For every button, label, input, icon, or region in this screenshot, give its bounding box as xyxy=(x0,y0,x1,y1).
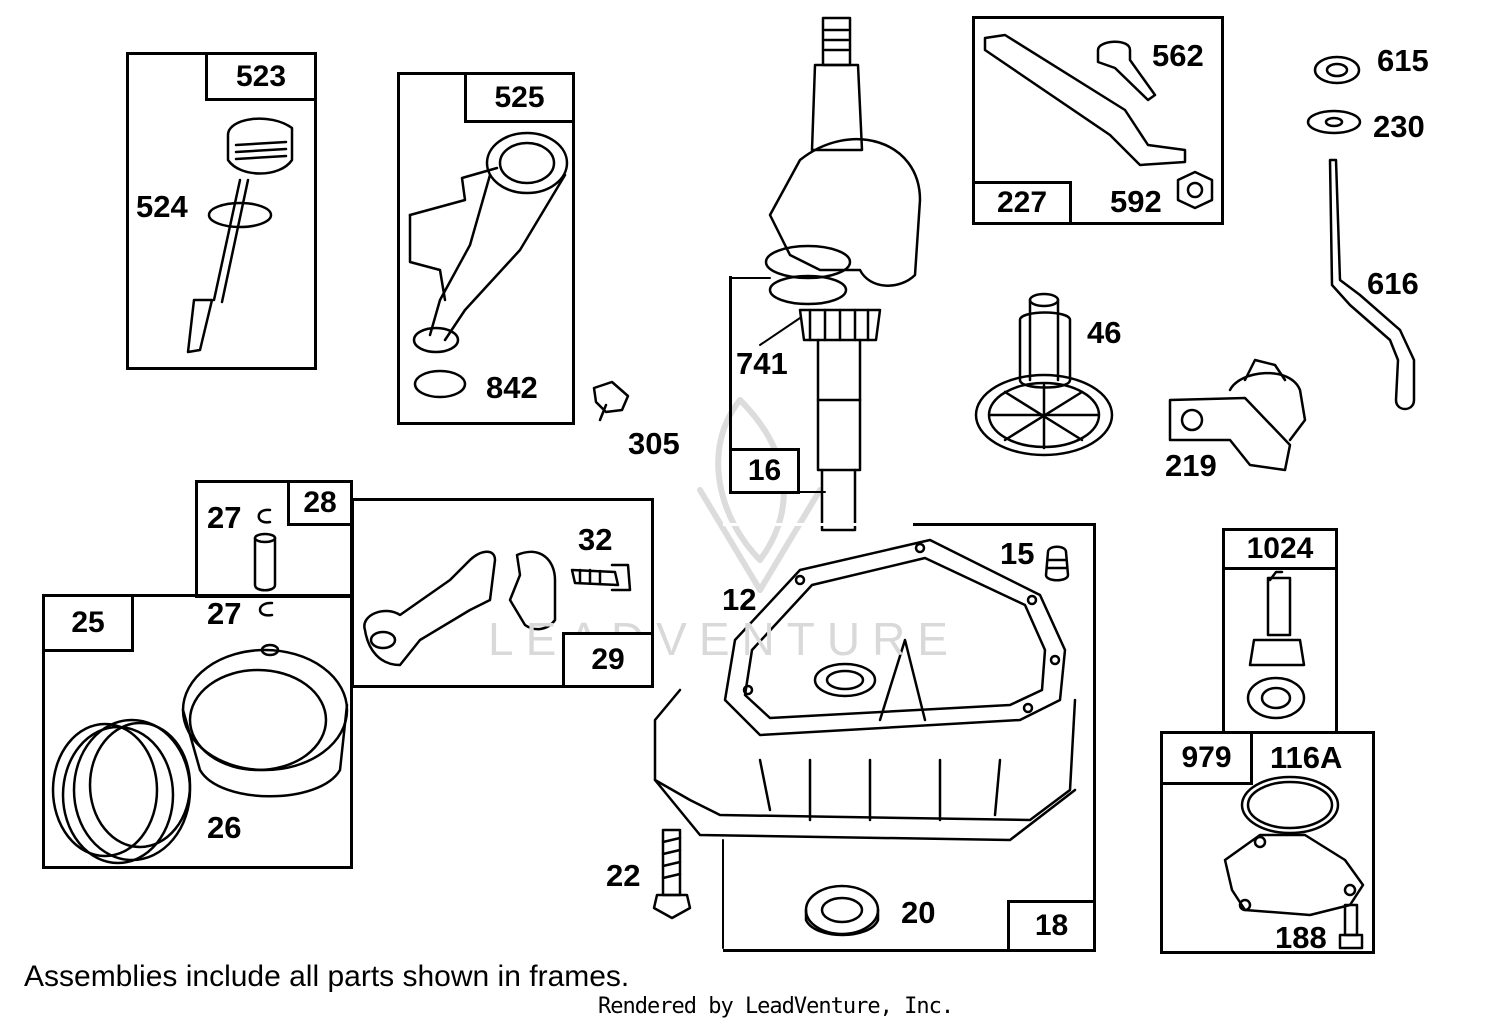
part-label-26: 26 xyxy=(207,812,241,843)
render-credit: Rendered by LeadVenture, Inc. xyxy=(598,994,953,1019)
frame-crankcase-assembly xyxy=(723,523,1096,952)
part-label-27-upper: 27 xyxy=(207,502,241,533)
frame-gap xyxy=(723,523,913,526)
frame-label-979: 979 xyxy=(1160,731,1253,785)
part-label-22: 22 xyxy=(606,860,640,891)
part-label-524: 524 xyxy=(136,191,188,222)
part-label-219: 219 xyxy=(1165,450,1217,481)
frame-label-28: 28 xyxy=(287,480,353,526)
part-label-616: 616 xyxy=(1367,268,1419,299)
frame-label-523: 523 xyxy=(205,52,317,101)
part-label-46: 46 xyxy=(1087,317,1121,348)
part-label-15: 15 xyxy=(1000,538,1034,569)
frame-label-16: 16 xyxy=(729,448,800,494)
part-label-188: 188 xyxy=(1275,922,1327,953)
part-label-12: 12 xyxy=(722,584,756,615)
frame-label-227: 227 xyxy=(972,181,1072,225)
frame-label-525: 525 xyxy=(464,72,575,123)
frame-label-29: 29 xyxy=(562,632,654,688)
frame-label-25: 25 xyxy=(42,594,134,652)
part-label-20: 20 xyxy=(901,897,935,928)
frame-label-18: 18 xyxy=(1007,900,1096,952)
frame-label-1024: 1024 xyxy=(1222,528,1338,570)
part-label-230: 230 xyxy=(1373,111,1425,142)
part-label-592: 592 xyxy=(1110,186,1162,217)
bolt-22-part xyxy=(654,830,690,918)
part-label-27-lower: 27 xyxy=(207,598,241,629)
part-label-615: 615 xyxy=(1377,45,1429,76)
bolt-305-part xyxy=(594,382,628,420)
assemblies-note: Assemblies include all parts shown in fr… xyxy=(24,960,629,994)
part-label-741: 741 xyxy=(736,348,788,379)
part-label-32: 32 xyxy=(578,524,612,555)
part-label-562: 562 xyxy=(1152,40,1204,71)
part-label-842: 842 xyxy=(486,372,538,403)
part-label-116a: 116A xyxy=(1270,742,1342,773)
part-label-305: 305 xyxy=(628,428,680,459)
